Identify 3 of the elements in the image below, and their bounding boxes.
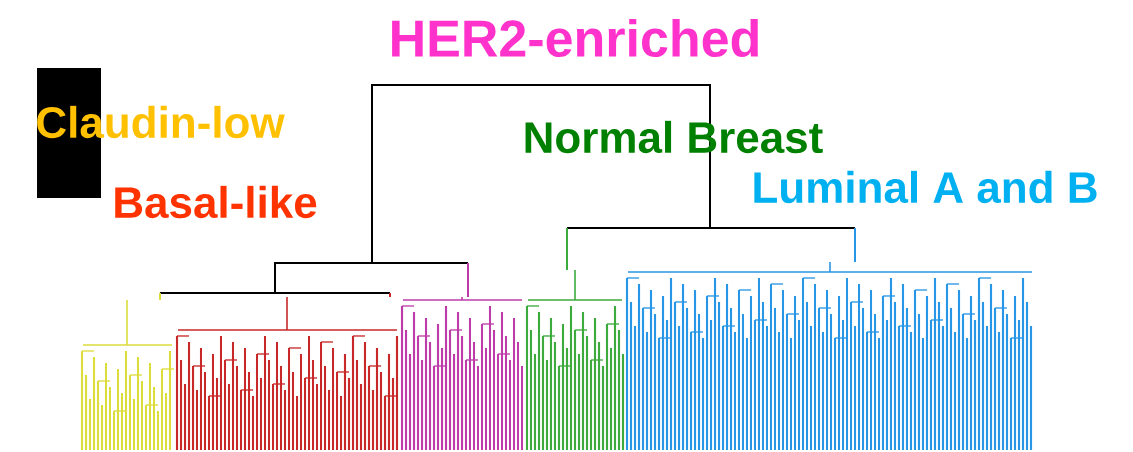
cluster-label: Basal-like: [115, 185, 317, 219]
cluster-label: HER2-enriched: [392, 18, 758, 58]
cluster-label: Luminal A and B: [754, 170, 1097, 204]
